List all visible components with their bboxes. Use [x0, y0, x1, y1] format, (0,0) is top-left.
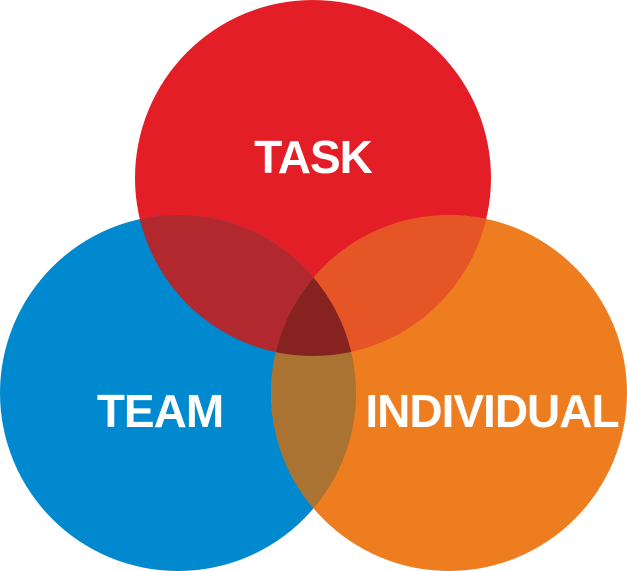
- task-label: TASK: [254, 131, 373, 183]
- task-individual-overlap: [271, 215, 491, 356]
- team-label: TEAM: [97, 385, 223, 437]
- individual-label: INDIVIDUAL: [365, 385, 618, 437]
- task-team-overlap: [135, 215, 356, 356]
